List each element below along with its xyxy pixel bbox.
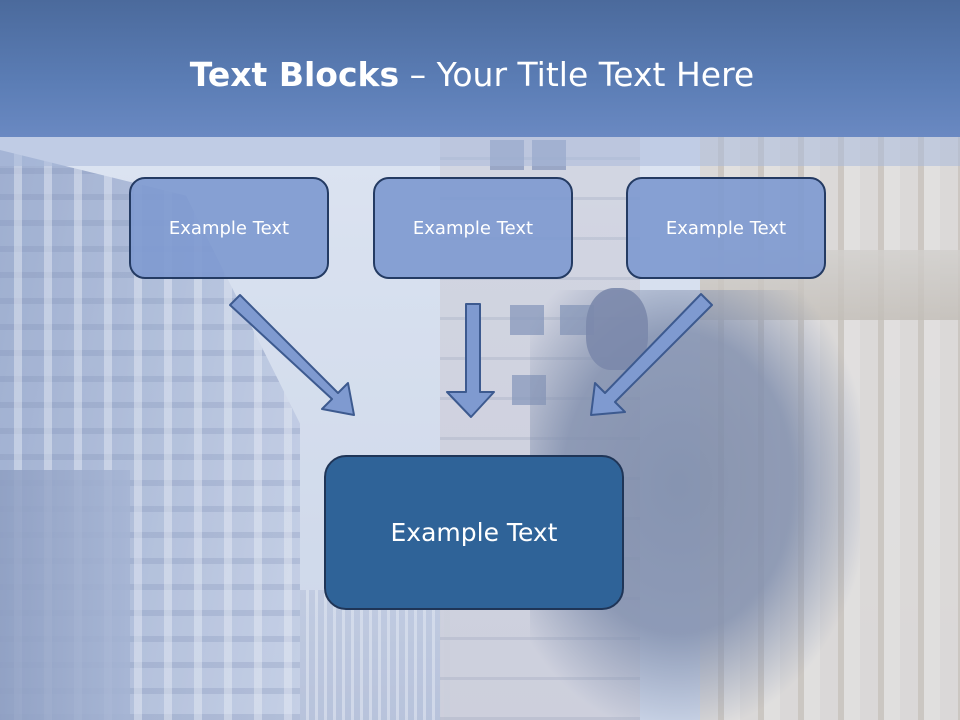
slide-title-rest: – Your Title Text Here [399,55,755,94]
slide-title-bold: Text Blocks [189,55,400,94]
text-block-2[interactable]: Example Text [373,177,573,279]
text-block-1-label: Example Text [168,217,290,239]
result-text-block[interactable]: Example Text [324,455,624,610]
background-statue-head [586,288,648,370]
arrow-right-diagonal [590,293,713,416]
title-sub-band [0,137,960,166]
background-left-building-base [0,470,130,720]
arrow-left-diagonal [229,294,355,416]
text-block-3-label: Example Text [665,217,787,239]
background-distant-building [300,590,450,720]
text-block-1[interactable]: Example Text [129,177,329,279]
text-block-2-label: Example Text [412,217,534,239]
title-band [0,0,960,137]
result-text-block-label: Example Text [390,518,558,547]
arrow-center-down [446,303,495,418]
slide-title[interactable]: Text Blocks – Your Title Text Here [0,55,944,94]
text-block-3[interactable]: Example Text [626,177,826,279]
